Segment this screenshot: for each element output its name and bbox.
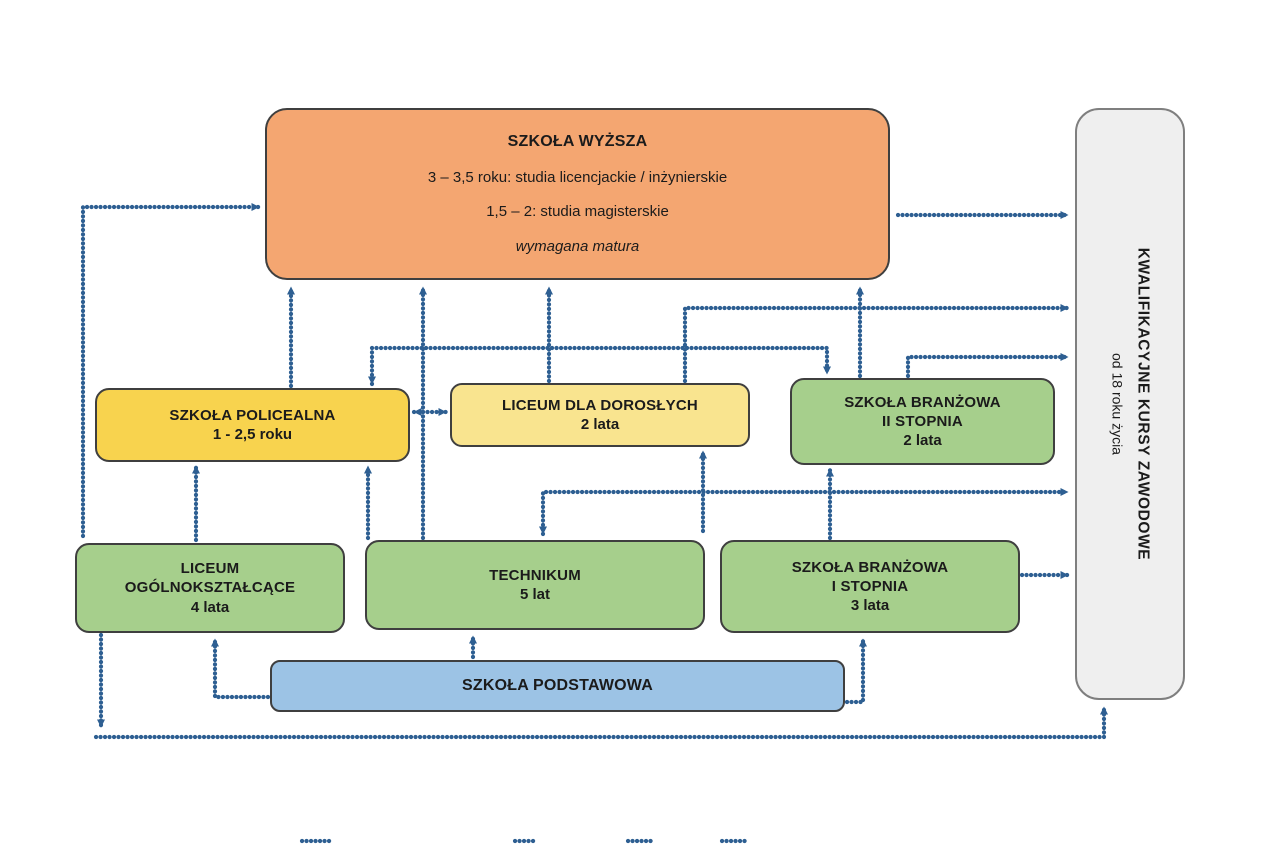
box-title: SZKOŁA WYŻSZA	[507, 132, 648, 150]
box-szkola-branzowa-1-stopnia: SZKOŁA BRANŻOWA I STOPNIA 3 lata	[720, 540, 1020, 633]
box-title: SZKOŁA PODSTAWOWA	[462, 676, 653, 694]
arrow-podstawowa-to-branzowa1	[844, 636, 867, 705]
arrow-liceum-to-wyzsza	[80, 203, 262, 539]
box-title: LICEUM DLA DOROSŁYCH	[502, 396, 698, 414]
box-technikum: TECHNIKUM 5 lat	[365, 540, 705, 630]
box-title: SZKOŁA BRANŻOWA	[791, 558, 949, 576]
box-line: 1,5 – 2: studia magisterskie	[486, 203, 669, 221]
box-szkola-podstawowa: SZKOŁA PODSTAWOWA	[270, 660, 845, 712]
box-duration: 1 - 2,5 roku	[212, 426, 293, 443]
box-szkola-policealna: SZKOŁA POLICEALNA 1 - 2,5 roku	[95, 388, 410, 462]
arrow-technikum-kkz-bidirectional	[539, 488, 1071, 537]
box-subtitle: I STOPNIA	[831, 577, 909, 595]
box-duration: 3 lata	[850, 597, 890, 615]
box-duration: 5 lat	[519, 586, 550, 603]
box-liceum-ogolnoksztalcace: LICEUM OGÓLNOKSZTAŁCĄCE 4 lata	[75, 543, 345, 633]
arrow-branzowa2-policealna-crosslink	[368, 345, 831, 387]
box-kwalifikacyjne-kursy-zawodowe: KWALIFIKACYJNE KURSY ZAWODOWE od 18 roku…	[1075, 108, 1185, 700]
box-title: TECHNIKUM	[489, 566, 581, 584]
arrow-podstawowa-to-liceum	[211, 636, 271, 700]
box-title: SZKOŁA BRANŻOWA	[844, 393, 1001, 411]
box-subtitle: OGÓLNOKSZTAŁCĄCE	[124, 579, 296, 597]
box-szkola-wyzsza: SZKOŁA WYŻSZA 3 – 3,5 roku: studia licen…	[265, 108, 890, 280]
box-subtitle: II STOPNIA	[882, 412, 963, 430]
kkz-rotated-text: KWALIFIKACYJNE KURSY ZAWODOWE od 18 roku…	[1108, 248, 1153, 560]
box-title: LICEUM	[180, 560, 240, 578]
box-duration: 2 lata	[903, 432, 942, 450]
box-title: KWALIFIKACYJNE KURSY ZAWODOWE	[1134, 247, 1152, 561]
box-duration: 4 lata	[190, 598, 230, 616]
box-title: SZKOŁA POLICEALNA	[169, 406, 336, 424]
arrow-dorosli-to-kkz	[682, 304, 1071, 384]
box-liceum-dla-doroslych: LICEUM DLA DOROSŁYCH 2 lata	[450, 383, 750, 447]
arrow-branzowa2-to-kkz	[905, 353, 1071, 379]
box-subtitle: od 18 roku życia	[1109, 353, 1126, 455]
box-szkola-branzowa-2-stopnia: SZKOŁA BRANŻOWA II STOPNIA 2 lata	[790, 378, 1055, 465]
box-note: wymagana matura	[515, 238, 640, 256]
box-duration: 2 lata	[580, 416, 620, 433]
box-line: 3 – 3,5 roku: studia licencjackie / inży…	[427, 168, 728, 186]
